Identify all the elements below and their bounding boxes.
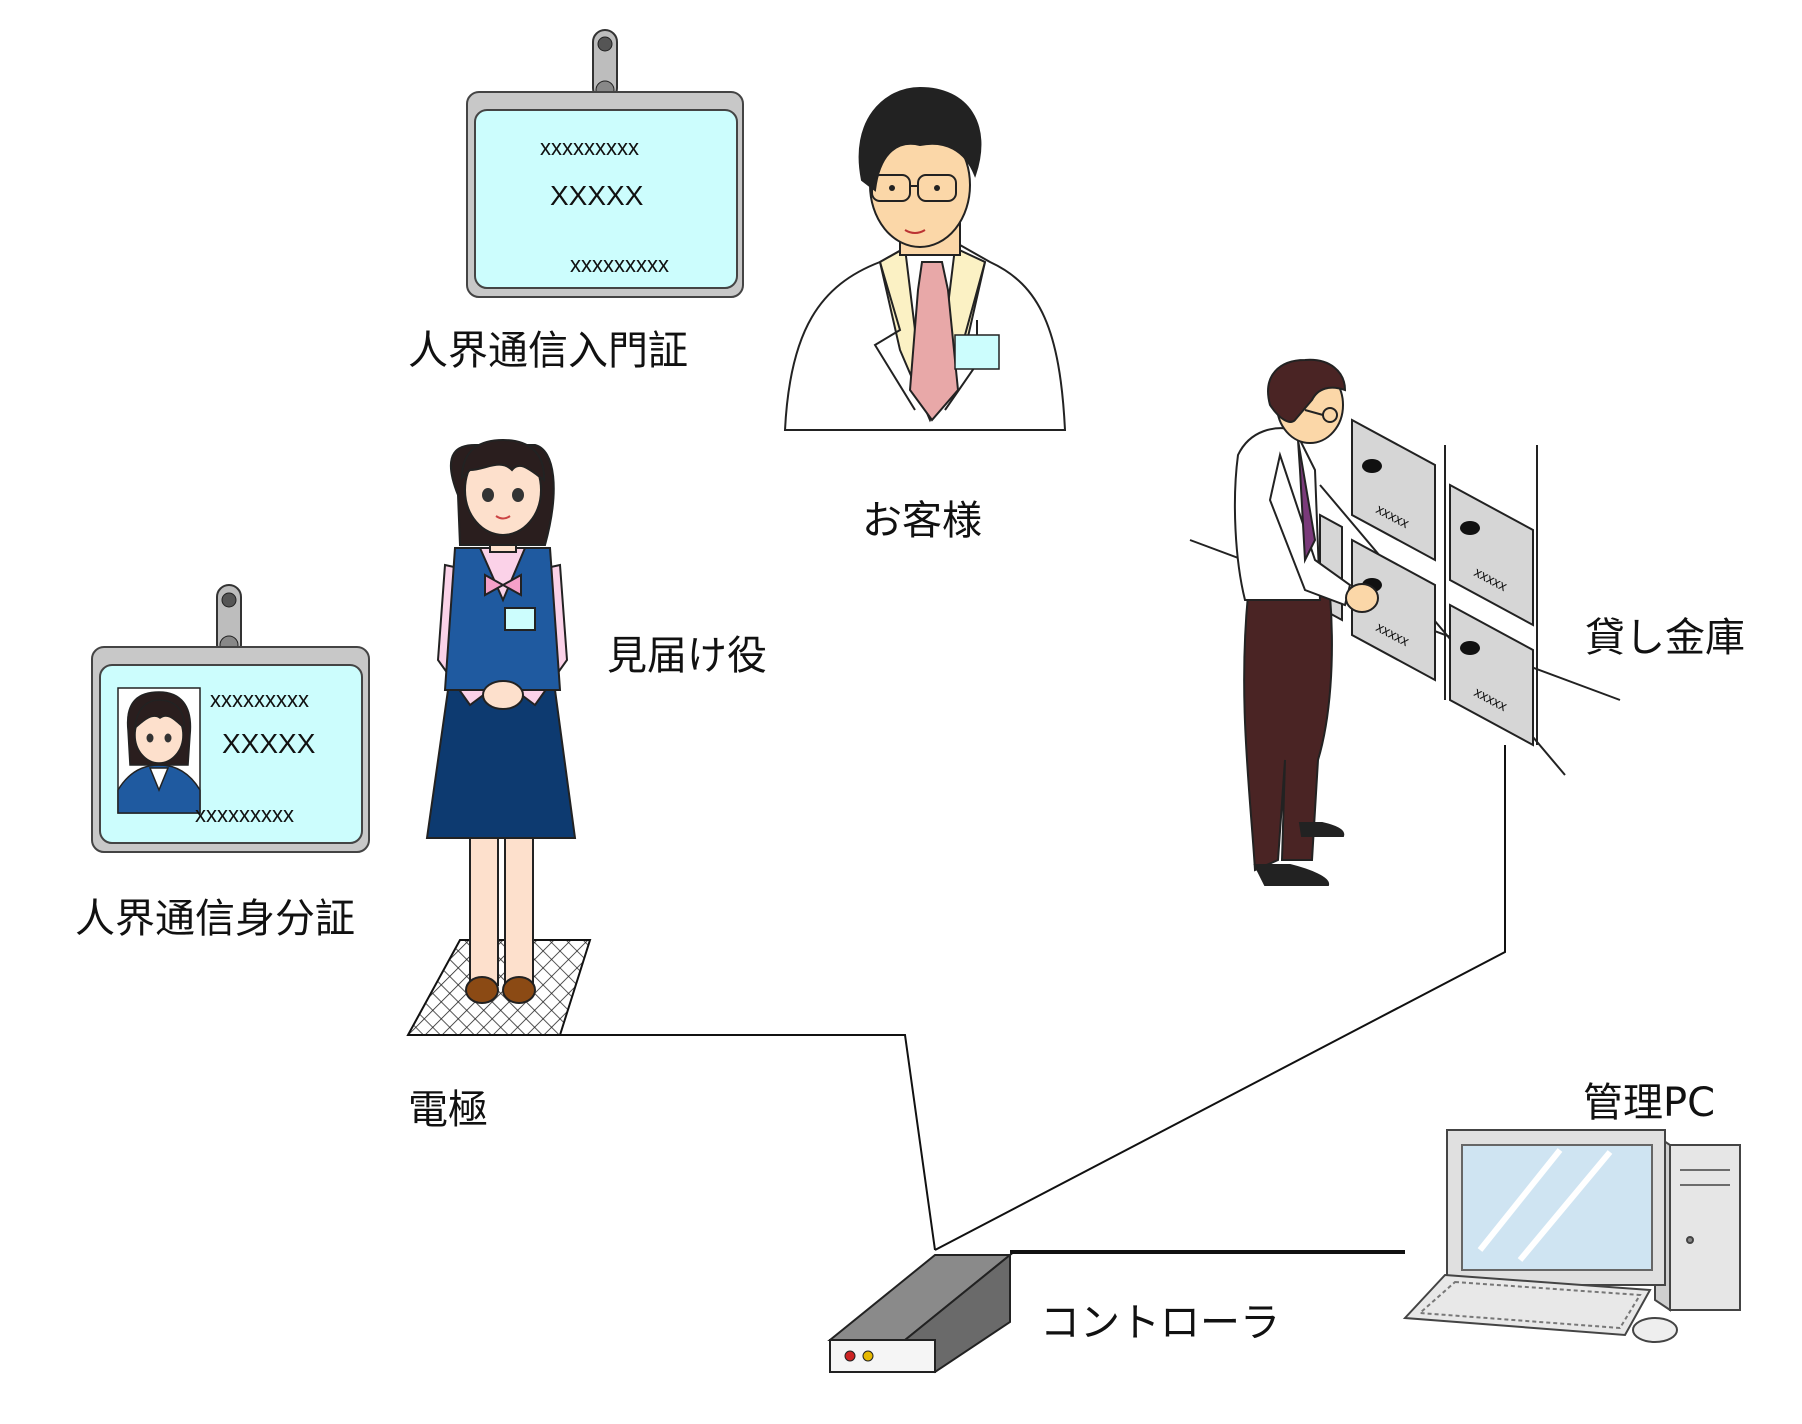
id-card: xxxxxxxxx XXXXX xxxxxxxxx [91,584,370,853]
locker-door-1: xxxxx [1351,418,1436,562]
safe-deposit-lockers: xxxxx xxxxx xxxxx xxxxx [1189,418,1621,776]
locker-door-2: xxxxx [1449,483,1534,627]
admin-pc [1402,1129,1741,1343]
wire-electrode-controller [493,1034,936,1251]
visitor-card-line3: xxxxxxxxx [570,252,669,277]
label-id-card: 人界通信身分証 [75,896,355,942]
visitor-card-line1: xxxxxxxxx [540,135,639,160]
label-electrode: 電極 [408,1087,488,1133]
label-controller: コントローラ [1040,1300,1280,1346]
pc-monitor [1446,1129,1666,1301]
visitor-card-line2: XXXXX [550,180,644,211]
locker-user-figure [1233,358,1379,886]
id-card-line3: xxxxxxxxx [195,802,294,827]
controller-device [827,1252,1013,1374]
pc-tower [1654,1133,1741,1312]
label-witness: 見届け役 [607,633,767,679]
connection-wires [493,745,1506,1254]
visitor-badge: xxxxxxxxx XXXXX xxxxxxxxx [466,29,744,298]
label-safe-deposit: 貸し金庫 [1585,615,1745,661]
witness-figure [425,438,577,1004]
wire-locker-controller [934,745,1506,1251]
id-card-line2: XXXXX [222,728,316,759]
label-customer: お客様 [862,498,982,544]
customer-figure [783,86,1067,431]
pc-keyboard [1402,1273,1652,1337]
id-card-line1: xxxxxxxxx [210,687,309,712]
id-card-photo [117,687,201,814]
label-admin-pc: 管理PC [1583,1080,1716,1126]
locker-door-4: xxxxx [1449,603,1534,747]
pc-mouse [1632,1317,1678,1343]
label-visitor-badge: 人界通信入門証 [408,328,688,374]
electrode-mat [406,939,592,1036]
